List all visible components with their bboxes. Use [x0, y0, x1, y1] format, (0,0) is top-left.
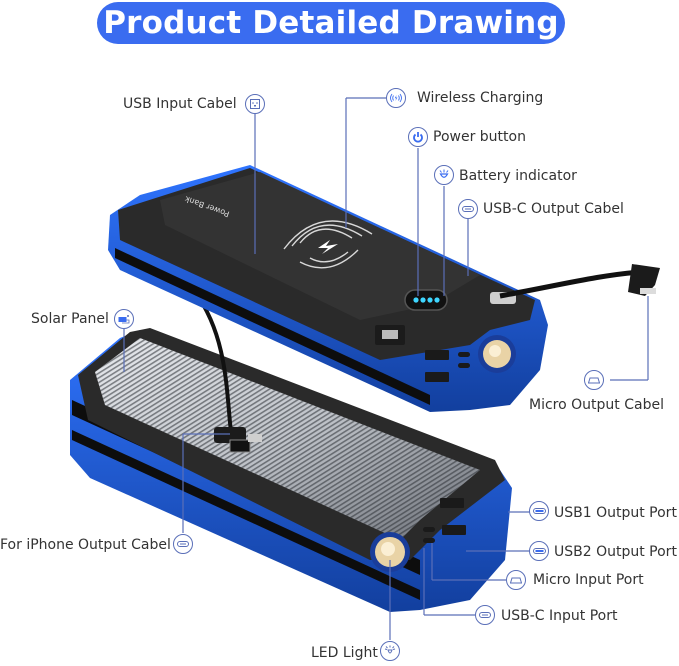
callout-micro-input-port: Micro Input Port [533, 572, 644, 588]
callout-power-button: Power button [433, 129, 526, 145]
callout-usb-input-cabel: USB Input Cabel [123, 96, 237, 112]
callout-usb-c-output-cabel: USB-C Output Cabel [483, 201, 624, 217]
callout-usb2-output-port: USB2 Output Port [554, 544, 677, 560]
callout-iphone-output-cabel: For iPhone Output Cabel [0, 537, 171, 553]
callout-wireless-charging: Wireless Charging [417, 90, 544, 106]
page-title: Product Detailed Drawing [103, 5, 559, 41]
callout-micro-output-cabel: Micro Output Cabel [529, 397, 664, 413]
callout-battery-indicator: Battery indicator [459, 168, 577, 184]
callout-usb-c-input-port: USB-C Input Port [501, 608, 618, 624]
lightning-port-icon [173, 534, 193, 554]
battery-indicator-icon [434, 165, 454, 185]
lower-unit [70, 290, 512, 612]
usb-c-icon [475, 605, 495, 625]
upper-unit: Power Bank [108, 165, 660, 412]
usb-a-icon [529, 501, 549, 521]
usb-a-icon [529, 541, 549, 561]
usb-port-icon [245, 94, 265, 114]
solar-panel-icon [114, 309, 134, 329]
power-icon [408, 127, 428, 147]
callout-solar-panel: Solar Panel [31, 311, 109, 327]
micro-usb-icon [584, 370, 604, 390]
led-bulb-icon [380, 641, 400, 661]
wireless-charging-icon [386, 88, 406, 108]
callout-usb1-output-port: USB1 Output Port [554, 505, 677, 521]
title-banner: Product Detailed Drawing [97, 2, 565, 44]
micro-usb-icon [506, 570, 526, 590]
callout-led-light: LED Light [311, 645, 378, 661]
usb-c-icon [458, 199, 478, 219]
